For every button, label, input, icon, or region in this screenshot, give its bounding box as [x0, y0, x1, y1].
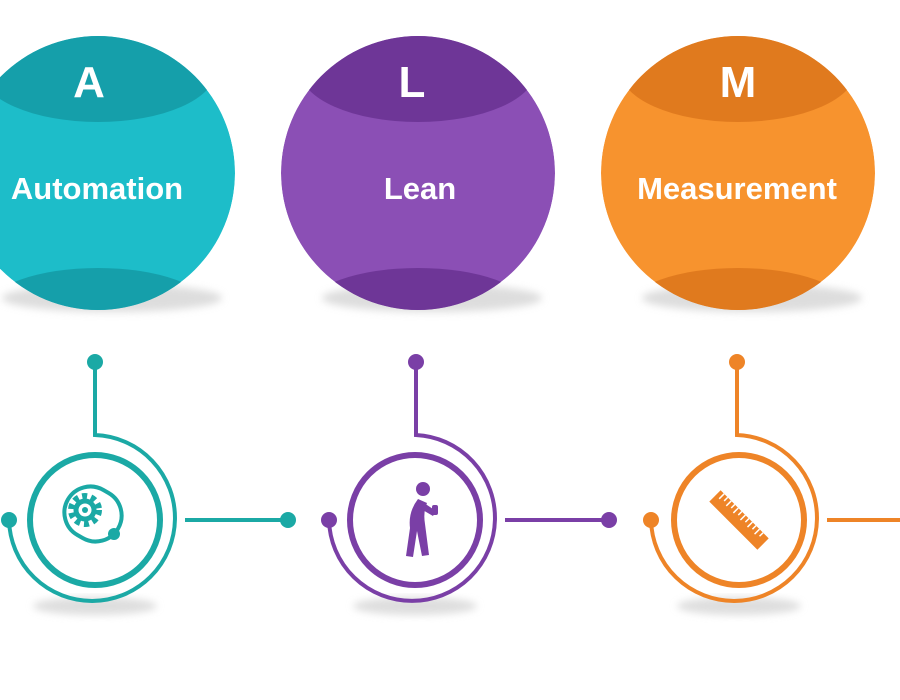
letter-label: A	[73, 58, 105, 107]
icon-shadow	[353, 597, 477, 615]
gear-chain-icon	[62, 484, 124, 544]
letter-label: L	[399, 58, 426, 107]
icon-shadow	[677, 597, 801, 615]
word-label: Lean	[384, 171, 456, 206]
item-lean: L Lean	[281, 36, 617, 615]
connector-lines	[643, 354, 900, 603]
item-automation: A Automation	[0, 36, 296, 615]
ruler-icon	[709, 490, 769, 550]
person-lean-icon	[406, 482, 438, 557]
icon-shadow	[33, 597, 157, 615]
word-label: Measurement	[637, 171, 837, 206]
connector-lines	[321, 354, 617, 603]
letter-label: M	[720, 58, 757, 107]
item-measurement: M Measurement	[601, 36, 900, 615]
word-label: Automation	[11, 171, 183, 206]
connector-lines	[1, 354, 296, 603]
